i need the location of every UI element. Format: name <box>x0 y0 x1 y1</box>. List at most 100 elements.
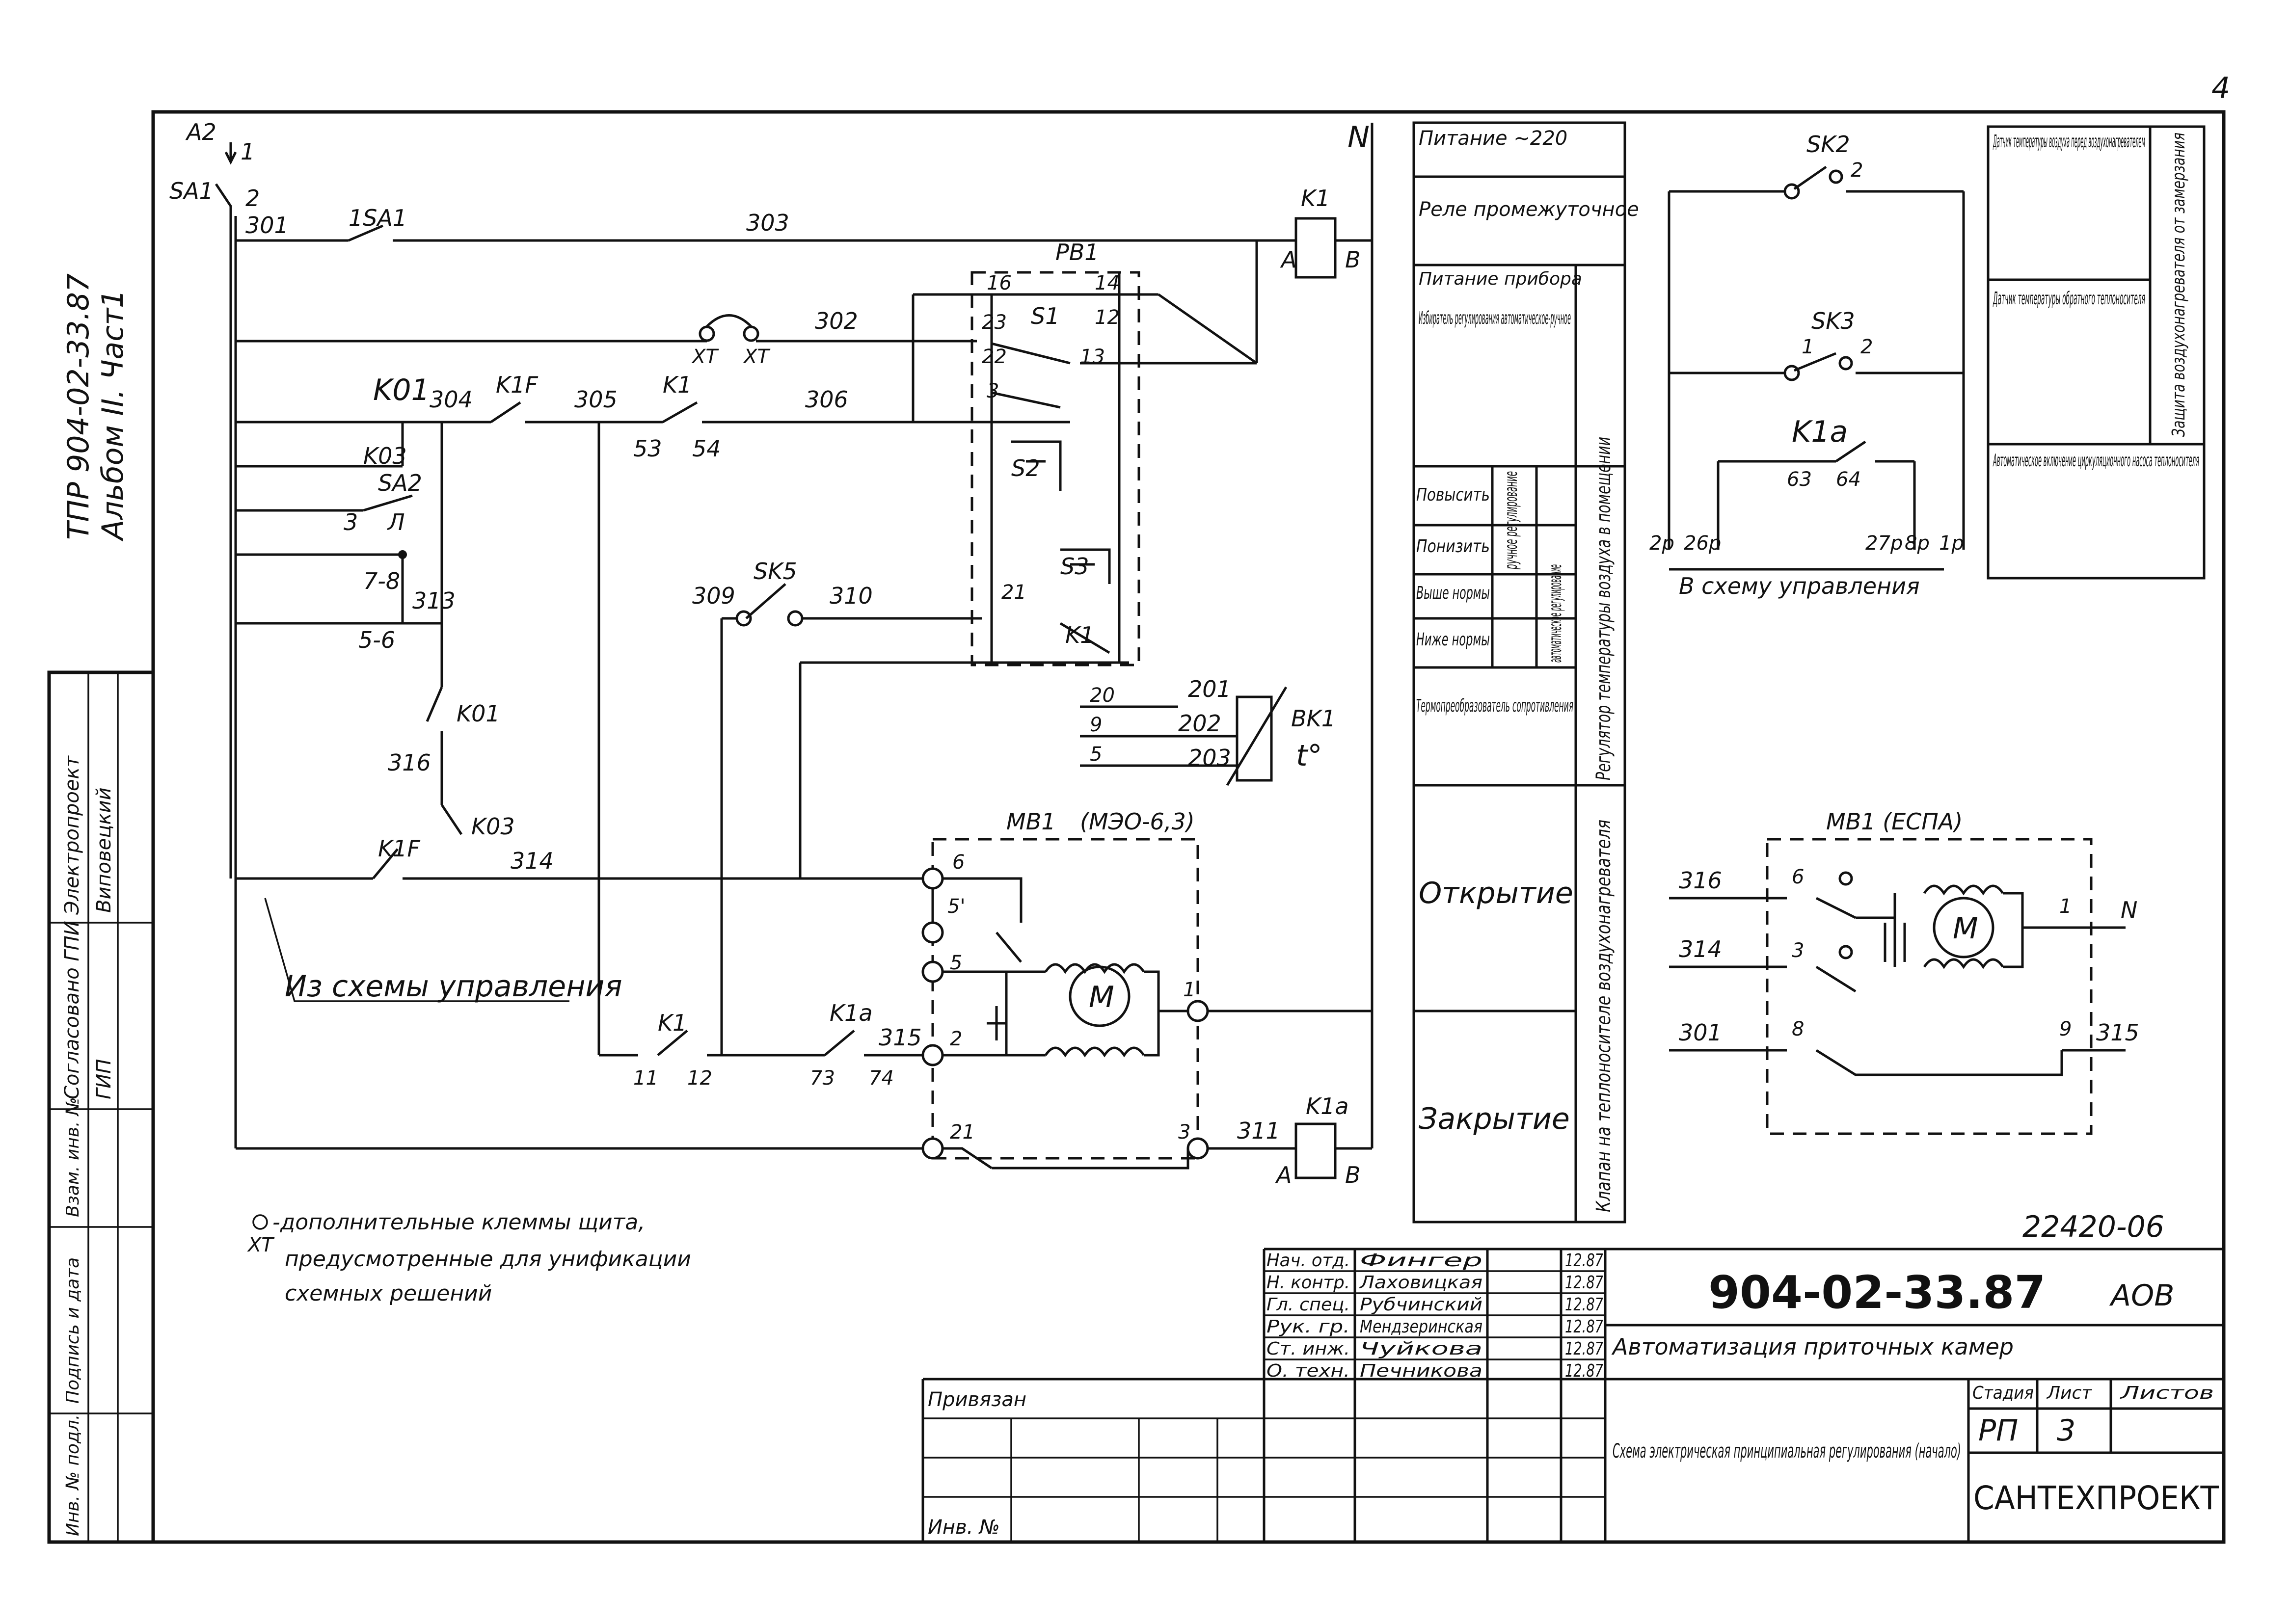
pb1-term-16: 14 <box>1095 272 1120 294</box>
side-doc-ref: ТПР 904-02-33.87 <box>61 273 96 540</box>
wire-315: 311 <box>1237 1118 1280 1144</box>
mb1e-wire-301: 301 <box>1679 1019 1722 1046</box>
mb1-type: (МЭО-6,3) <box>1080 808 1195 835</box>
signer-role-3: Рук. гр. <box>1266 1317 1350 1337</box>
legend-line-2: предусмотренные для унификации <box>285 1247 691 1272</box>
contact-k1-top: K1 <box>663 372 692 398</box>
contact-s1: S1 <box>1031 303 1059 329</box>
side-stamp-vzam: Взам. инв. № <box>63 1097 83 1217</box>
to-control-scheme: В схему управления <box>1679 573 1920 599</box>
mb1-term-1: 1 <box>1183 979 1195 1001</box>
wire-309: 309 <box>692 583 735 609</box>
right-schematic: SK2 2 SK3 1 2 K1a 63 64 2p 26p 27p 8p 1p… <box>1649 125 2206 599</box>
sensor-bk1: BK1 <box>1291 705 1336 732</box>
side-approval-header: Согласовано ГПИ Электропроект <box>61 755 83 1099</box>
contact-k1-314: K1 <box>658 1010 687 1036</box>
sk3-term-2: 2 <box>1860 336 1873 358</box>
signer-name-4: Чуйкова <box>1360 1339 1482 1359</box>
xt-left: XT <box>691 346 719 368</box>
pb1-term-12: 22 <box>982 346 1007 368</box>
side-approval-gip: ГИП <box>93 1059 115 1099</box>
contact-k03-top: K03 <box>363 443 407 469</box>
signer-name-5: Печникова <box>1360 1361 1482 1381</box>
drawing-title: Схема электрическая принципиальная регул… <box>1613 1440 1961 1463</box>
pb1-label: PB1 <box>1055 239 1099 266</box>
mb1e-wire-316: 316 <box>1679 867 1722 894</box>
pb1-term-3: 13 <box>1080 346 1105 368</box>
contact-1sa1: 1SA1 <box>349 205 407 231</box>
sa2-7-8: 7-8 <box>363 568 400 594</box>
mb1e-term-1: 1 <box>2059 895 2072 918</box>
bt-2p: 2p <box>1649 532 1674 555</box>
sheet-header: Лист <box>2046 1383 2092 1403</box>
mb1e-term-8: 8 <box>1792 1018 1804 1040</box>
signer-date-5: 12.87 <box>1565 1361 1603 1381</box>
tb-bound: Привязан <box>928 1388 1026 1411</box>
mb1e-wire-315: 315 <box>2096 1019 2139 1046</box>
k1a-term-63: 63 <box>1787 468 1812 491</box>
organization: САНТЕХПРОЕКТ <box>1973 1479 2219 1517</box>
relay-k1a-coil <box>1294 1122 1337 1179</box>
wire-202: 202 <box>1178 710 1221 737</box>
mb1e-term-6: 6 <box>1792 866 1804 888</box>
mb1-motor-symbol: M <box>1089 980 1114 1014</box>
side-approval-name: Виповецкий <box>93 787 115 913</box>
ft-row-device-power: Питание прибора <box>1419 269 1582 289</box>
term-74: 74 <box>869 1067 894 1090</box>
signer-date-1: 12.87 <box>1565 1273 1603 1293</box>
coil-a-top: A <box>1280 246 1296 273</box>
contact-k1a-right: K1a <box>1792 415 1848 449</box>
sa2-5-6: 5-6 <box>358 627 395 653</box>
mb1-espa-title: MB1 (ЕСПА) <box>1826 808 1963 835</box>
term-11: 11 <box>633 1067 658 1090</box>
wire-302: 302 <box>815 308 858 334</box>
contact-sa2: SA2 <box>378 470 422 496</box>
xt-right: XT <box>743 346 771 368</box>
desc-pump: Автоматическое включение циркуляционного… <box>1993 451 2199 471</box>
wire-203: 203 <box>1188 745 1231 771</box>
sa2-pos-l: Л <box>387 509 405 535</box>
mb1e-motor <box>1933 897 1994 958</box>
bk1-term-20: 9 <box>1090 714 1102 736</box>
contact-sk5: SK5 <box>754 558 797 585</box>
label-sa1: SA1 <box>169 178 214 204</box>
contact-s2: S2 <box>1011 455 1040 481</box>
mb1-term-3: 3 <box>1178 1121 1190 1144</box>
ft-row-below: Ниже нормы <box>1416 630 1490 650</box>
sa2-pos-3: 3 <box>344 509 358 535</box>
bt-27p: 27p <box>1865 532 1903 555</box>
side-stamp-podpis: Подпись и дата <box>63 1257 83 1404</box>
signer-date-2: 12.87 <box>1565 1295 1603 1315</box>
relay-k1-label: K1 <box>1301 185 1330 212</box>
sensor-sk3: SK3 <box>1811 308 1855 334</box>
signer-name-2: Рубчинский <box>1360 1295 1482 1315</box>
signer-date-4: 12.87 <box>1565 1339 1603 1359</box>
pb1-term-14: 23 <box>982 311 1007 334</box>
contact-k01-top: K01 <box>373 373 430 407</box>
from-control-scheme: Из схемы управления <box>285 969 622 1004</box>
title-block: 22420-06 Привязан Инв. № Нач. отд. Финге… <box>921 1210 2224 1542</box>
wire-306: 306 <box>805 386 848 413</box>
mb1e-term-3: 3 <box>1792 939 1804 962</box>
pb1-block <box>970 271 1140 666</box>
signer-name-0: Фингер <box>1360 1251 1482 1271</box>
mark-aov: АОВ <box>2109 1278 2174 1313</box>
signer-name-3: Мендзеринская <box>1360 1317 1482 1337</box>
signer-name-1: Лаховицкая <box>1359 1273 1482 1293</box>
wire-311: 313 <box>412 587 456 614</box>
k1a-term-64: 64 <box>1836 468 1861 491</box>
bt-26p: 26p <box>1684 532 1721 555</box>
mb1-espa-detail: MB1 (ЕСПА) 316 6 314 3 M 1 N 301 8 9 315 <box>1669 808 2139 1135</box>
ft-row-close: Закрытие <box>1419 1102 1570 1136</box>
contact-k1a-314: K1a <box>830 1000 873 1026</box>
legend-line-3: схемных решений <box>285 1281 492 1306</box>
contact-k01-lower: K01 <box>457 700 500 727</box>
stage-value: РП <box>1978 1413 2018 1448</box>
mb1e-motor-symbol: M <box>1953 911 1978 946</box>
contact-k1f-top: K1F <box>496 372 538 398</box>
sk2-term-2: 2 <box>1851 159 1863 182</box>
term-53: 53 <box>633 435 662 462</box>
wire-305: 305 <box>574 386 618 413</box>
signer-role-1: Н. контр. <box>1266 1273 1350 1293</box>
